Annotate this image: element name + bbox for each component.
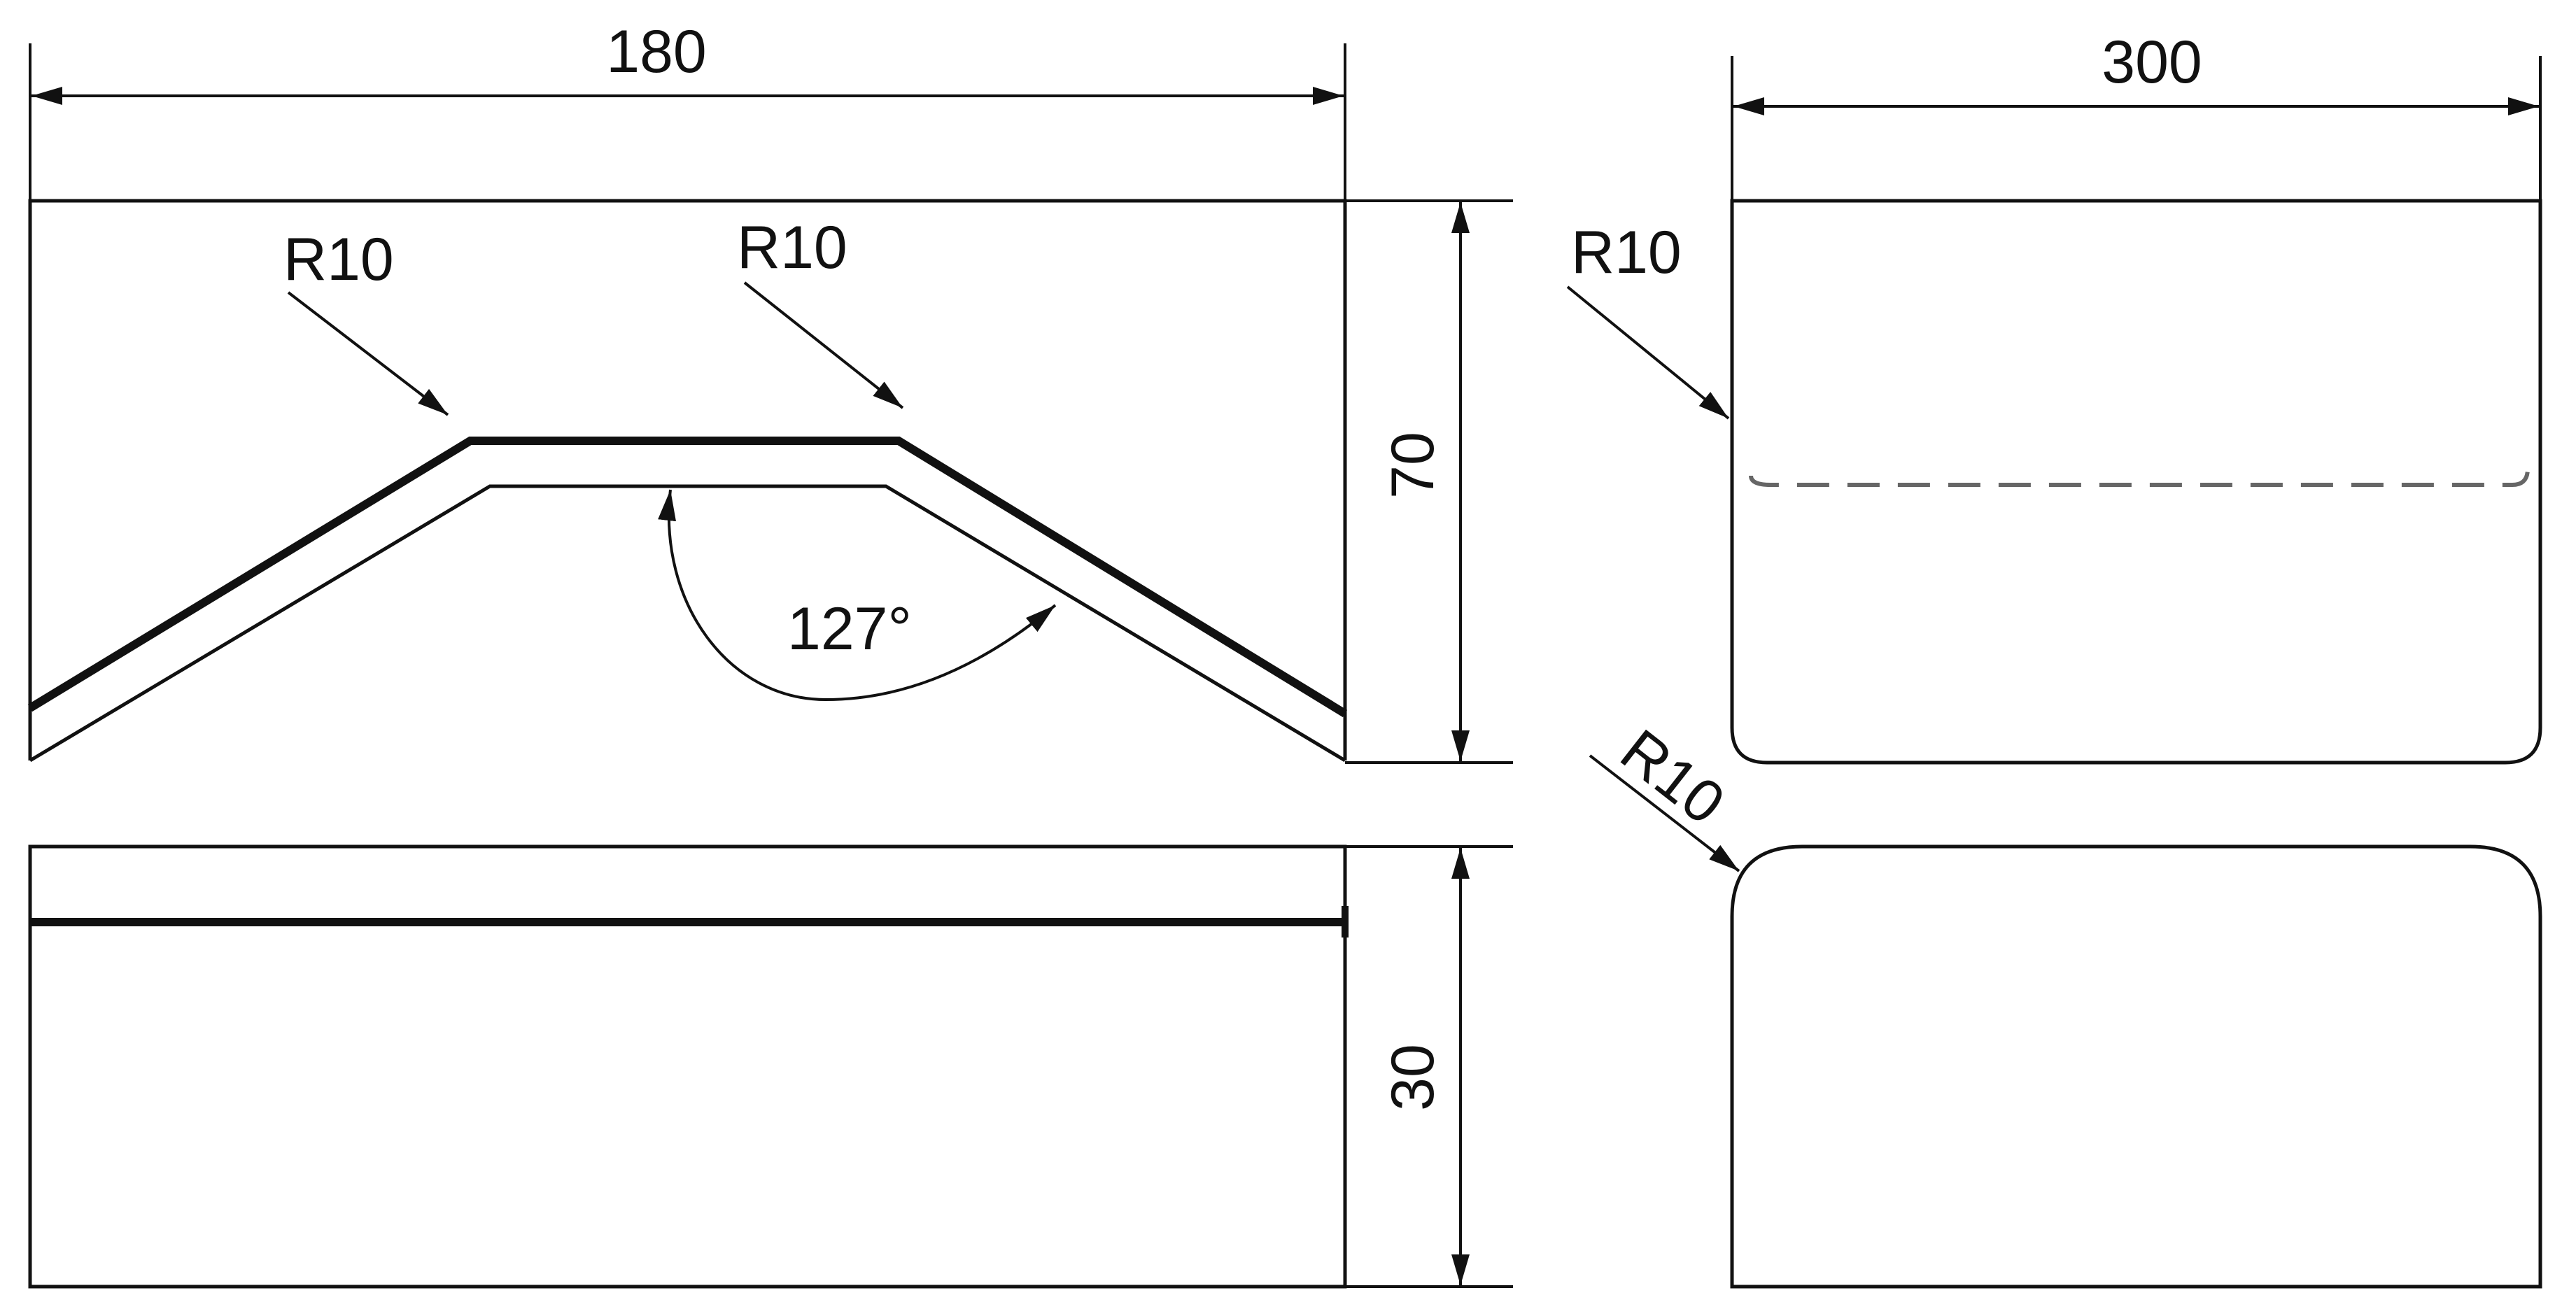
r10-side-label: R10 (1571, 219, 1682, 286)
plan-view: R10 (1589, 716, 2542, 1289)
bottom-view-outline (28, 844, 1347, 1289)
r10-left-leader (287, 291, 449, 416)
dim-70-label: 70 (1379, 432, 1447, 499)
r10-plan-label: R10 (1608, 716, 1736, 837)
r10-right-label: R10 (737, 214, 847, 281)
side-view: 300 R10 (1566, 29, 2542, 765)
angle-127-arc (658, 489, 1057, 702)
side-view-hidden-line (1749, 468, 2530, 487)
r10-left-label: R10 (283, 226, 394, 293)
r10-plan-leader (1589, 754, 1740, 872)
angle-127-label: 127° (787, 595, 912, 663)
front-view-outline (28, 199, 1347, 760)
bottom-view: 30 (28, 844, 1513, 1289)
dim-30-label: 30 (1379, 1044, 1447, 1111)
front-view-groove-lower (29, 484, 1346, 763)
dim-180-label: 180 (606, 18, 707, 85)
plan-view-outline (1730, 844, 2542, 1289)
front-view: 180 70 R10 R10 127° (27, 18, 1513, 764)
dim-300-label: 300 (2102, 29, 2202, 96)
side-view-outline (1730, 199, 2542, 765)
r10-side-leader (1566, 285, 1730, 420)
r10-right-leader (743, 281, 904, 409)
front-view-groove-upper (27, 437, 1348, 718)
